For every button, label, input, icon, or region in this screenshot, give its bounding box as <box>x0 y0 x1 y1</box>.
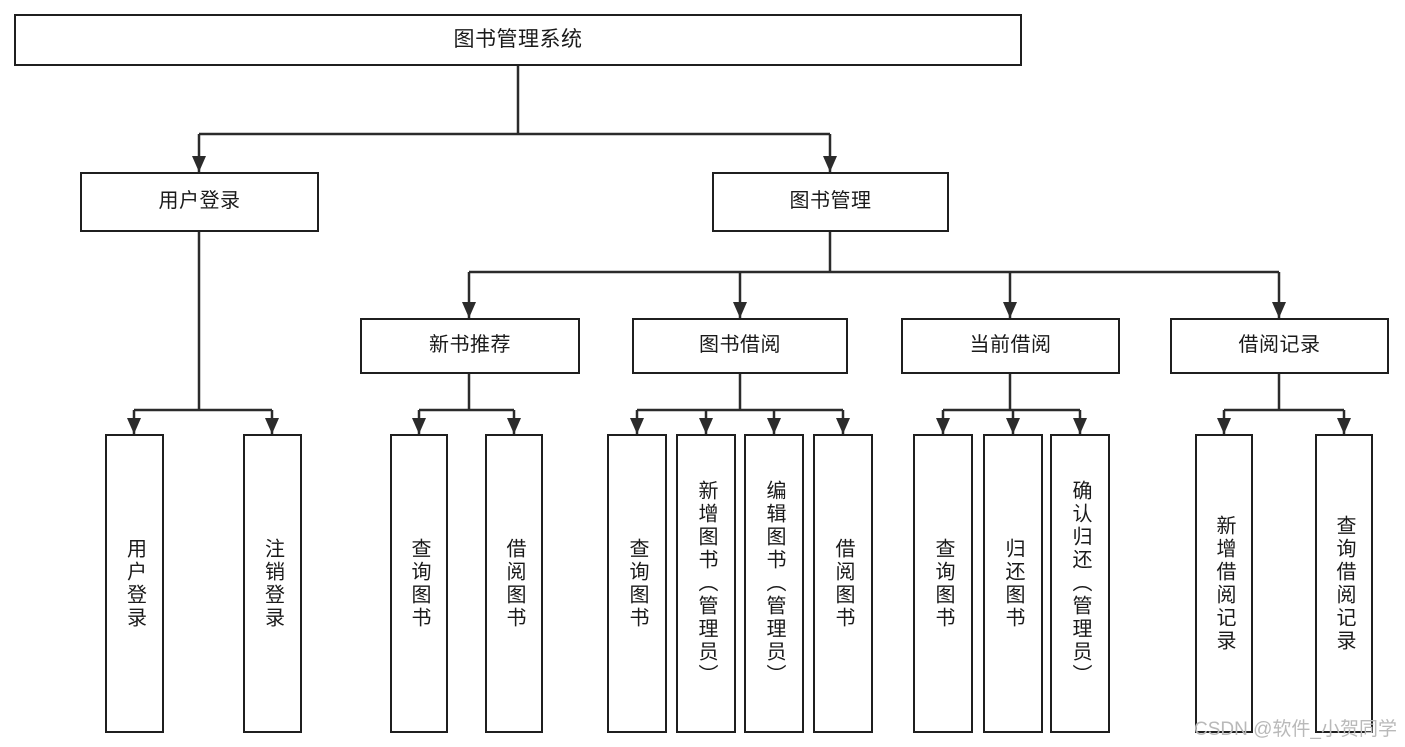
node-label-leaf-query-book-rec: 查询图书 <box>408 537 430 630</box>
arrowhead-c-root-fork-0 <box>192 156 206 172</box>
node-borrow-record[interactable]: 借阅记录 <box>1170 318 1389 374</box>
arrowhead-c-l2c-fork-0 <box>936 418 950 434</box>
arrowhead-c-l2b-fork-0 <box>630 418 644 434</box>
node-label-leaf-user-logout: 注销登录 <box>261 537 284 630</box>
node-leaf-edit-book[interactable]: 编辑图书（管理员） <box>744 434 804 733</box>
arrowhead-c-l1b-fork-0 <box>462 302 476 318</box>
node-label-leaf-confirm-return: 确认归还（管理员） <box>1069 480 1091 687</box>
node-leaf-borrow-book[interactable]: 借阅图书 <box>813 434 873 733</box>
arrowhead-c-l2b-fork-3 <box>836 418 850 434</box>
arrowhead-c-l1a-fork-0 <box>127 418 141 434</box>
node-leaf-query-borrow-record[interactable]: 查询借阅记录 <box>1315 434 1373 733</box>
node-leaf-query-book-current[interactable]: 查询图书 <box>913 434 973 733</box>
arrowhead-c-l1b-fork-3 <box>1272 302 1286 318</box>
node-label-root: 图书管理系统 <box>453 27 583 51</box>
node-label-new-book-recommend: 新书推荐 <box>429 334 511 357</box>
node-label-leaf-borrow-book-rec: 借阅图书 <box>503 537 525 630</box>
arrowhead-c-l2c-fork-1 <box>1006 418 1020 434</box>
arrowhead-c-l2b-fork-1 <box>699 418 713 434</box>
node-label-book-manage: 图书管理 <box>789 190 872 213</box>
node-label-leaf-add-borrow-record: 新增借阅记录 <box>1213 514 1235 653</box>
arrowhead-c-root-fork-1 <box>823 156 837 172</box>
node-user-login[interactable]: 用户登录 <box>80 172 319 232</box>
node-label-book-borrow: 图书借阅 <box>699 334 781 357</box>
node-new-book-recommend[interactable]: 新书推荐 <box>360 318 580 374</box>
arrowhead-c-l2c-fork-2 <box>1073 418 1087 434</box>
node-leaf-add-borrow-record[interactable]: 新增借阅记录 <box>1195 434 1253 733</box>
arrowhead-c-l1b-fork-1 <box>733 302 747 318</box>
arrowhead-c-l2d-fork-0 <box>1217 418 1231 434</box>
node-current-borrow[interactable]: 当前借阅 <box>901 318 1120 374</box>
node-leaf-user-login[interactable]: 用户登录 <box>105 434 164 733</box>
node-label-leaf-query-book-current: 查询图书 <box>932 537 954 630</box>
arrowhead-c-l2d-fork-1 <box>1337 418 1351 434</box>
node-leaf-borrow-book-rec[interactable]: 借阅图书 <box>485 434 543 733</box>
node-leaf-add-book[interactable]: 新增图书（管理员） <box>676 434 736 733</box>
arrowhead-c-l2a-fork-1 <box>507 418 521 434</box>
node-label-leaf-return-book: 归还图书 <box>1002 537 1024 630</box>
node-leaf-query-book-borrow[interactable]: 查询图书 <box>607 434 667 733</box>
arrowhead-c-l1b-fork-2 <box>1003 302 1017 318</box>
node-book-borrow[interactable]: 图书借阅 <box>632 318 848 374</box>
arrowhead-c-l1a-fork-1 <box>265 418 279 434</box>
node-label-leaf-edit-book: 编辑图书（管理员） <box>763 480 785 687</box>
node-leaf-query-book-rec[interactable]: 查询图书 <box>390 434 448 733</box>
node-label-leaf-user-login: 用户登录 <box>123 537 146 630</box>
arrowhead-c-l2b-fork-2 <box>767 418 781 434</box>
node-book-manage[interactable]: 图书管理 <box>712 172 949 232</box>
node-leaf-confirm-return[interactable]: 确认归还（管理员） <box>1050 434 1110 733</box>
node-label-leaf-query-book-borrow: 查询图书 <box>626 537 648 630</box>
node-leaf-user-logout[interactable]: 注销登录 <box>243 434 302 733</box>
node-label-user-login: 用户登录 <box>158 190 241 213</box>
node-label-leaf-borrow-book: 借阅图书 <box>832 537 854 630</box>
node-label-current-borrow: 当前借阅 <box>969 334 1052 357</box>
arrowhead-c-l2a-fork-0 <box>412 418 426 434</box>
node-label-borrow-record: 借阅记录 <box>1238 334 1321 357</box>
node-label-leaf-add-book: 新增图书（管理员） <box>695 480 717 687</box>
node-label-leaf-query-borrow-record: 查询借阅记录 <box>1333 514 1355 653</box>
node-root[interactable]: 图书管理系统 <box>14 14 1022 66</box>
node-leaf-return-book[interactable]: 归还图书 <box>983 434 1043 733</box>
